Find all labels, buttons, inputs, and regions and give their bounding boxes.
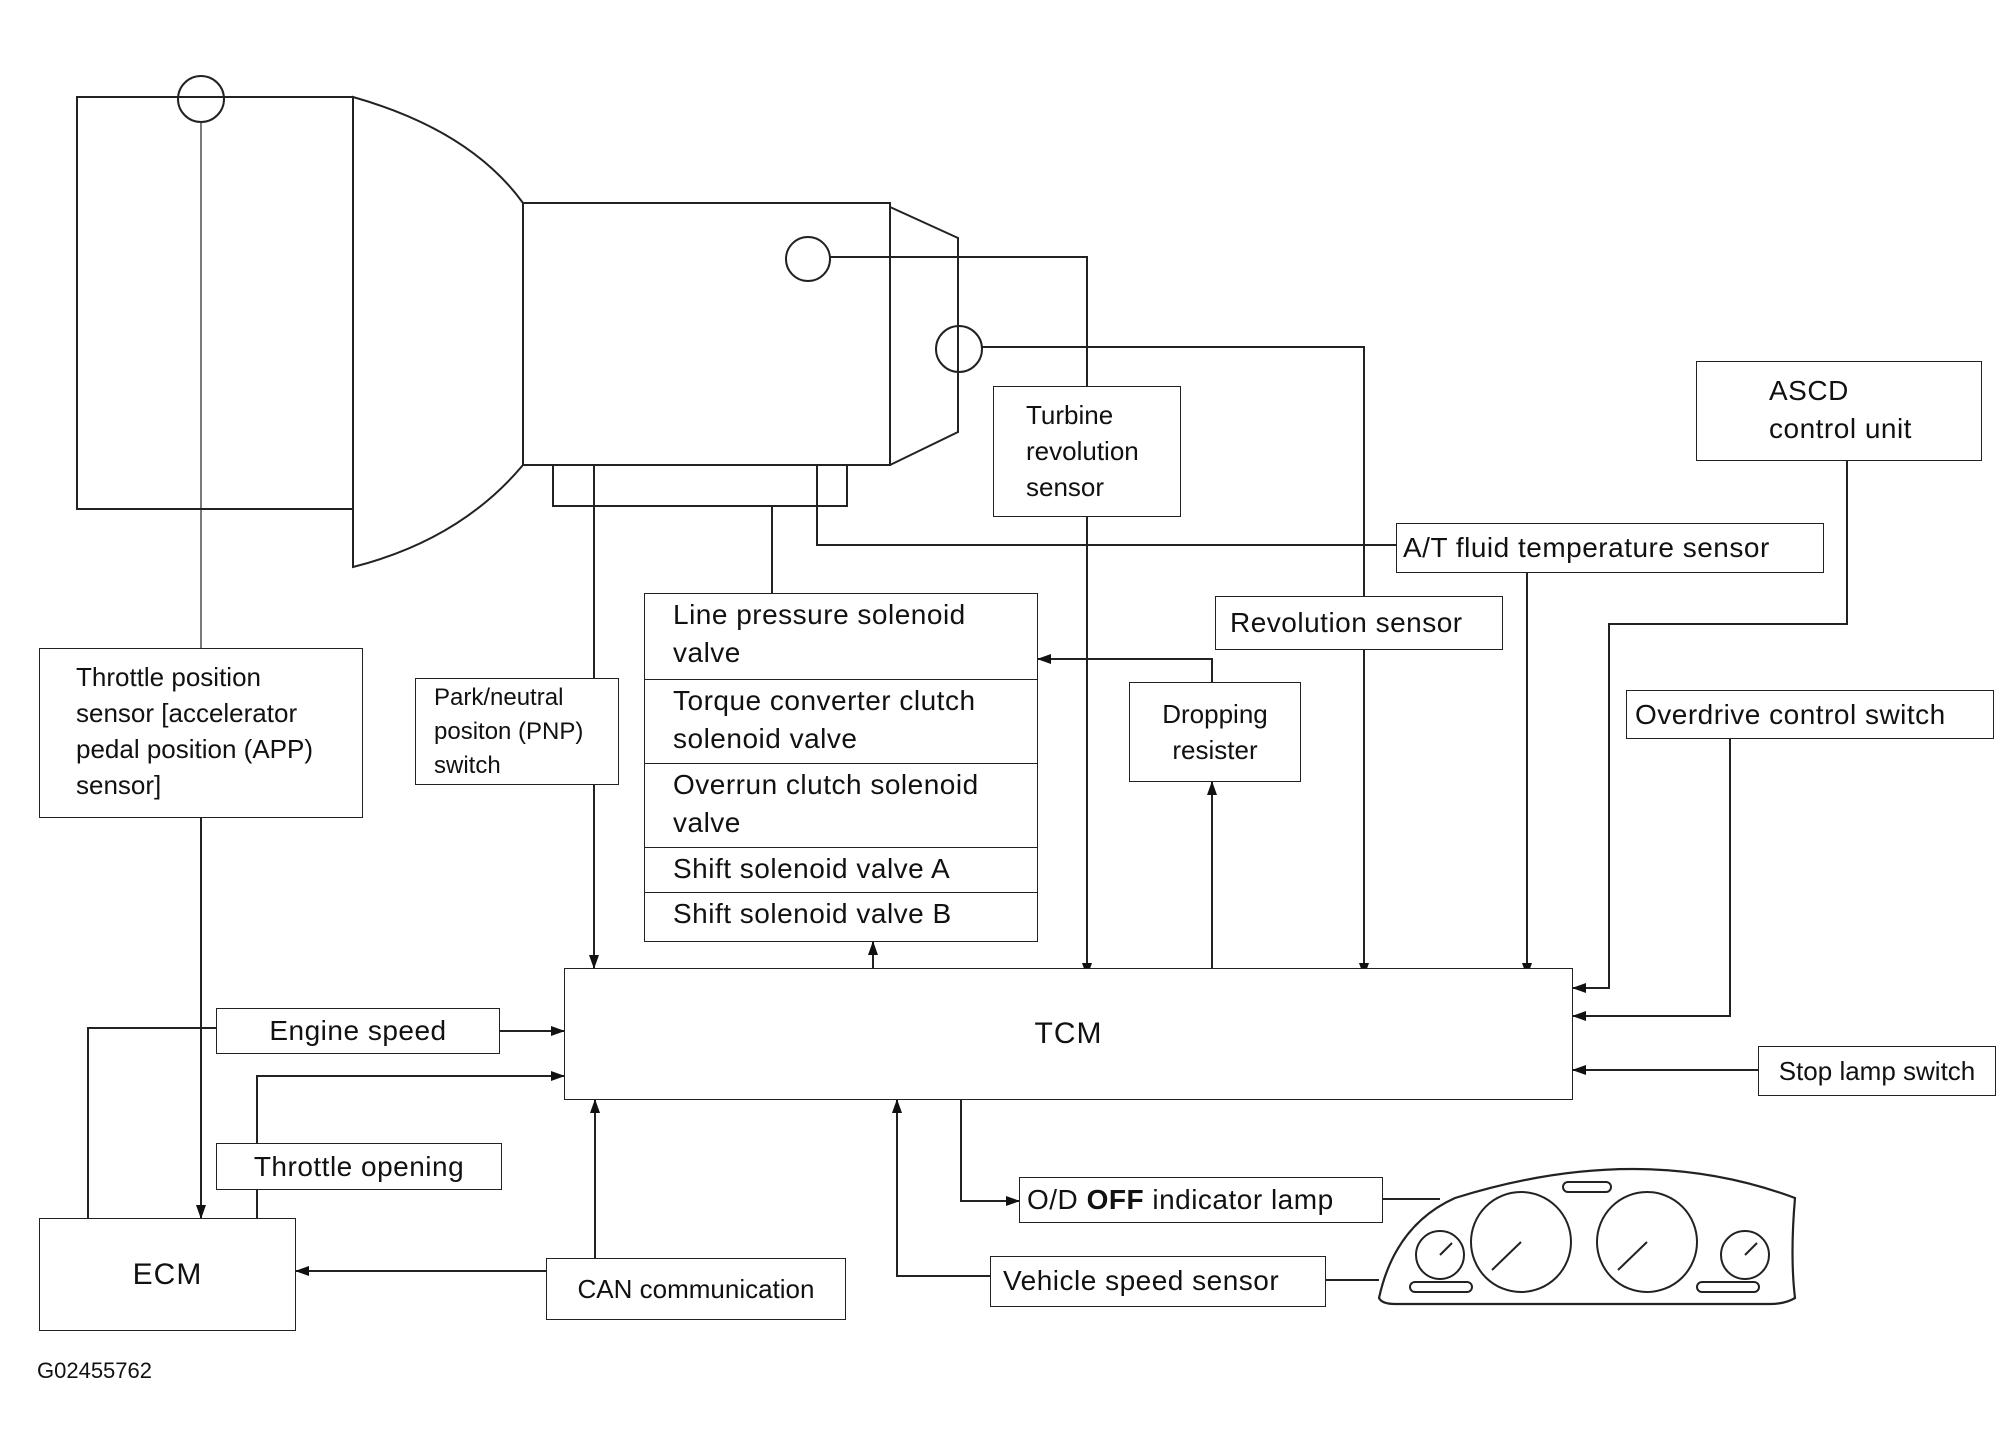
dropping-resister-box: Dropping resister xyxy=(1129,682,1301,782)
instrument-cluster-shape xyxy=(1377,1167,1797,1306)
turbine-revolution-sensor-box: Turbine revolution sensor xyxy=(993,386,1181,517)
bell-housing-shape xyxy=(352,95,524,569)
revolution-sensor-box: Revolution sensor xyxy=(1215,596,1503,650)
control-valve-outline xyxy=(552,465,848,507)
pnp-switch-box: Park/neutral positon (PNP) switch xyxy=(415,678,619,785)
torque-converter-clutch-solenoid-valve: Torque converter clutch solenoid valve xyxy=(645,680,1037,764)
throttle-position-sensor-box: Throttle position sensor [accelerator pe… xyxy=(39,648,363,818)
revolution-sensor-circle xyxy=(935,325,983,373)
transmission-tail-shape xyxy=(889,206,959,466)
od-lamp-label-pre: O/D xyxy=(1027,1184,1087,1215)
od-lamp-label-off: OFF xyxy=(1086,1184,1145,1215)
od-lamp-label-post: indicator lamp xyxy=(1144,1184,1334,1215)
solenoid-valve-stack: Line pressure solenoid valve Torque conv… xyxy=(644,593,1038,942)
overdrive-control-switch-box: Overdrive control switch xyxy=(1626,690,1994,739)
od-off-indicator-lamp-box: O/D OFF indicator lamp xyxy=(1019,1177,1383,1223)
shift-solenoid-valve-a: Shift solenoid valve A xyxy=(645,848,1037,893)
overrun-clutch-solenoid-valve: Overrun clutch solenoid valve xyxy=(645,764,1037,848)
tcm-box: TCM xyxy=(564,968,1573,1100)
shift-solenoid-valve-b: Shift solenoid valve B xyxy=(673,898,952,929)
throttle-sensor-circle xyxy=(177,75,225,123)
throttle-opening-box: Throttle opening xyxy=(216,1143,502,1190)
at-fluid-temperature-sensor-box: A/T fluid temperature sensor xyxy=(1396,523,1824,573)
can-communication-box: CAN communication xyxy=(546,1258,846,1320)
ecm-box: ECM xyxy=(39,1218,296,1331)
engine-speed-box: Engine speed xyxy=(216,1008,500,1054)
line-pressure-solenoid-valve: Line pressure solenoid valve xyxy=(645,594,1037,680)
vehicle-speed-sensor-box: Vehicle speed sensor xyxy=(990,1256,1326,1307)
transmission-body-shape xyxy=(522,202,891,466)
turbine-sensor-circle xyxy=(785,236,831,282)
ascd-control-unit-box: ASCD control unit xyxy=(1696,361,1982,461)
engine-block-shape xyxy=(76,96,354,510)
stop-lamp-switch-box: Stop lamp switch xyxy=(1758,1046,1996,1096)
figure-id: G02455762 xyxy=(37,1358,152,1383)
